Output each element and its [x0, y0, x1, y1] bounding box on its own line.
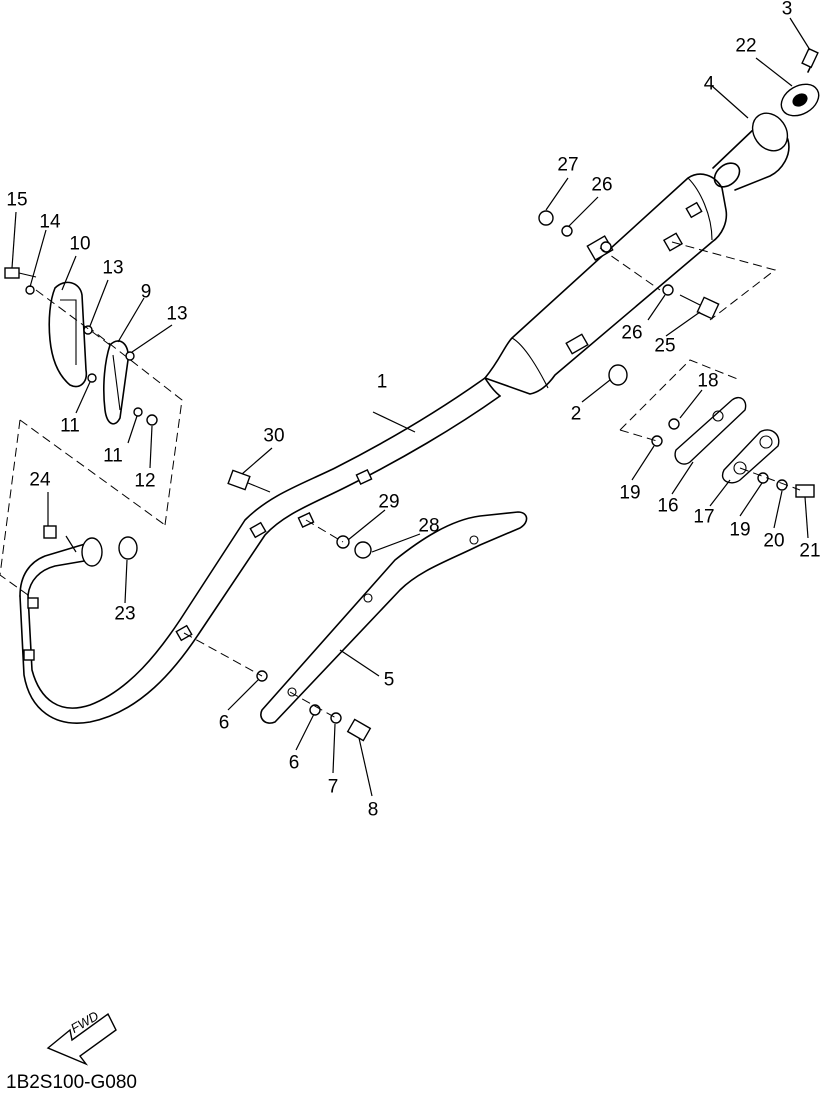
- bracket: [260, 511, 528, 724]
- callout-29: 29: [378, 491, 400, 513]
- fasteners: [4, 210, 815, 742]
- diagram-code: 1B2S100-G080: [6, 1072, 137, 1093]
- callout-19b: 19: [729, 519, 751, 541]
- callout-25: 25: [654, 335, 676, 357]
- assembly-lines: [0, 241, 801, 719]
- callout-4: 4: [703, 73, 715, 95]
- callout-30: 30: [263, 425, 285, 447]
- callout-24: 24: [29, 469, 51, 491]
- callout-3: 3: [781, 0, 793, 20]
- callout-17: 17: [693, 506, 715, 528]
- callout-28: 28: [418, 515, 440, 537]
- callout-22: 22: [735, 35, 757, 57]
- muffler-body: [484, 173, 728, 397]
- callout-1: 1: [376, 371, 388, 393]
- callout-14: 14: [39, 211, 61, 233]
- heat-guards: [48, 281, 130, 425]
- tail-pipe: [712, 47, 820, 191]
- callout-16: 16: [657, 495, 679, 517]
- callout-27: 27: [557, 154, 579, 176]
- callout-7: 7: [327, 776, 339, 798]
- callout-8: 8: [367, 799, 379, 821]
- callout-13b: 13: [166, 303, 188, 325]
- callout-18: 18: [697, 370, 719, 392]
- callout-20: 20: [763, 530, 785, 552]
- callout-6b: 6: [288, 752, 300, 774]
- callout-9: 9: [140, 281, 152, 303]
- callout-12: 12: [134, 470, 156, 492]
- leader-lines: [11, 17, 811, 797]
- callout-10: 10: [69, 233, 91, 255]
- callout-13a: 13: [102, 257, 124, 279]
- callout-6a: 6: [218, 712, 230, 734]
- callout-15: 15: [6, 189, 28, 211]
- callout-26b: 26: [621, 322, 643, 344]
- callout-26a: 26: [591, 174, 613, 196]
- callout-11b: 11: [103, 445, 123, 467]
- exhaust-pipe: [19, 377, 501, 724]
- callout-11a: 11: [60, 415, 80, 437]
- callout-2: 2: [570, 403, 582, 425]
- callout-19a: 19: [619, 482, 641, 504]
- fwd-arrow: [46, 1012, 117, 1066]
- callout-23: 23: [114, 603, 136, 625]
- callout-21: 21: [799, 540, 821, 562]
- callout-5: 5: [383, 669, 395, 691]
